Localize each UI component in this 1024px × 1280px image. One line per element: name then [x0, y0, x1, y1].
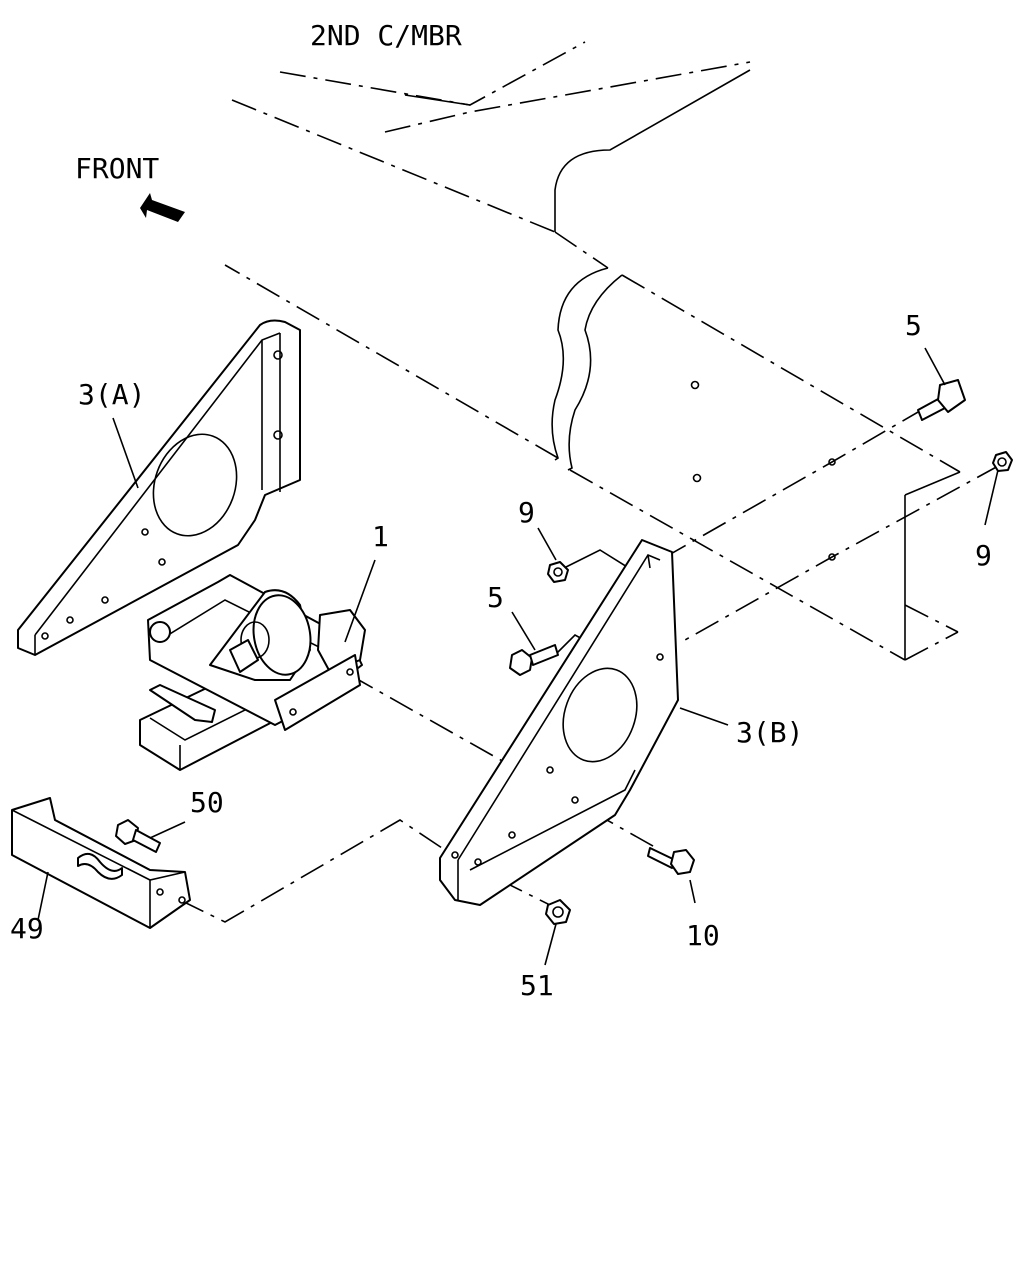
part-5-top-label: 5	[905, 309, 922, 342]
bolt-5-top	[917, 379, 966, 421]
frame-crossmember	[224, 41, 961, 661]
nut-9-right	[992, 451, 1013, 472]
nut-9-left	[547, 561, 569, 583]
part-3a-label: 3(A)	[78, 378, 145, 411]
callout-leaders	[37, 94, 999, 966]
bolt-5-mid	[509, 644, 559, 676]
part-9-left-label: 9	[518, 496, 535, 529]
part-1-label: 1	[372, 520, 389, 553]
bolt-10	[647, 847, 695, 875]
part-51-label: 51	[520, 969, 554, 1002]
nut-51	[545, 899, 571, 925]
part-3b-label: 3(B)	[736, 716, 803, 749]
part-9-right-label: 9	[975, 539, 992, 572]
bolt-50	[115, 819, 161, 853]
part-50-label: 50	[190, 786, 224, 819]
part-49-label: 49	[10, 912, 44, 945]
front-label: FRONT	[75, 152, 159, 185]
crossmember-label: 2ND C/MBR	[310, 19, 462, 52]
arrow-up-left-icon	[140, 193, 185, 222]
bracket-3a	[17, 319, 301, 656]
bracket-3b	[439, 539, 679, 906]
part-10-label: 10	[686, 919, 720, 952]
part-5-mid-label: 5	[487, 581, 504, 614]
cover-49	[11, 797, 191, 929]
hanger-assembly-1	[139, 574, 366, 771]
